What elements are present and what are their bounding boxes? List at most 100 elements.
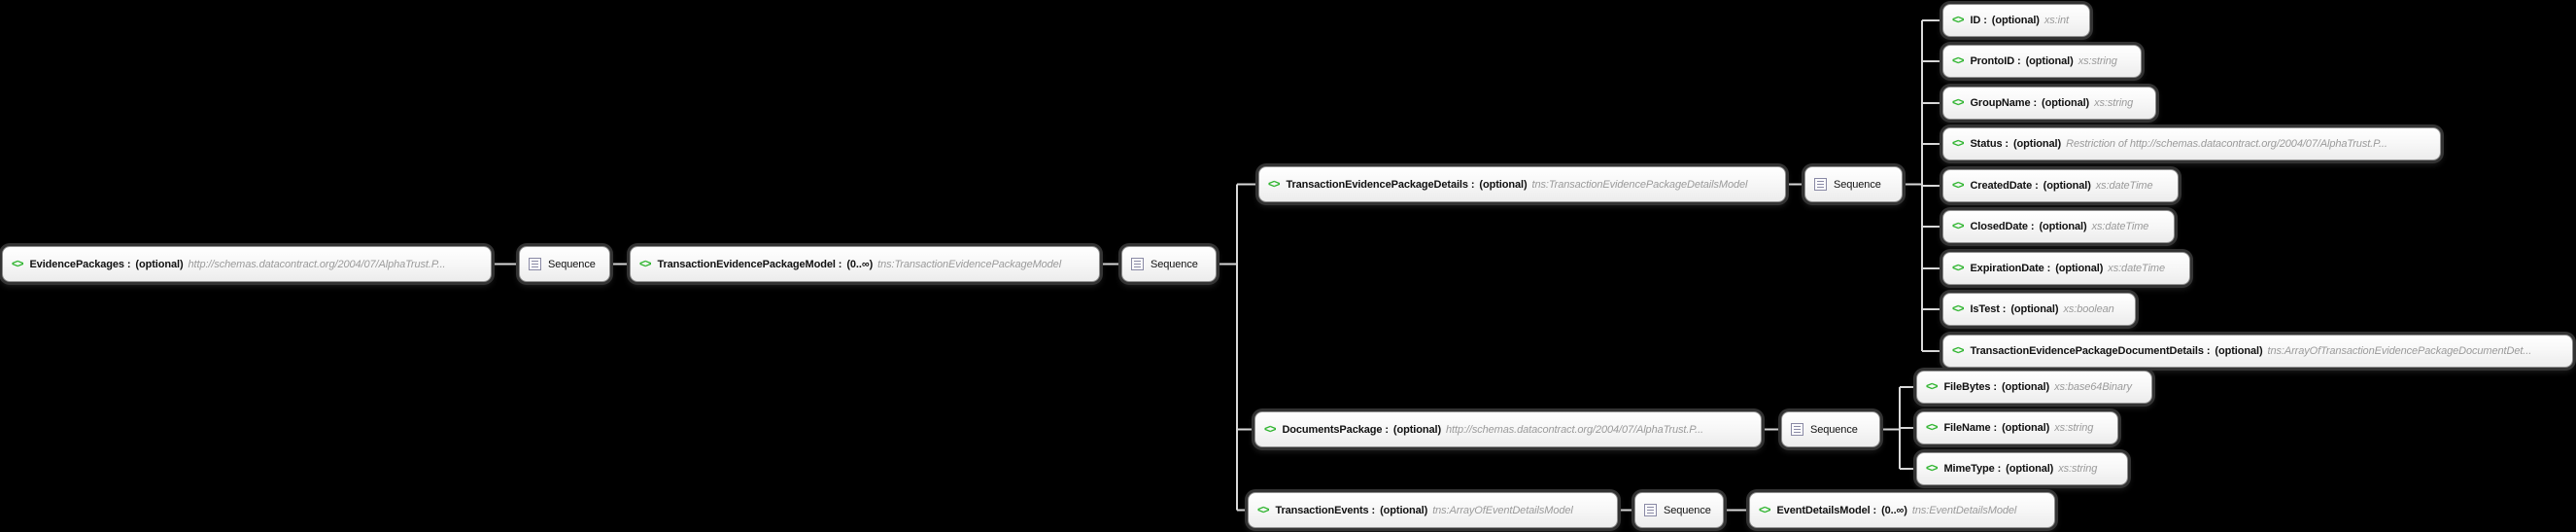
element-name: MimeType : [1943, 463, 2002, 475]
element-node-documents-package[interactable]: <> DocumentsPackage : (optional) http://… [1254, 411, 1762, 447]
element-icon: <> [12, 258, 23, 270]
element-name: FileName : [1943, 422, 1998, 434]
element-icon: <> [1952, 345, 1964, 357]
sequence-label: Sequence [548, 258, 596, 270]
element-node-expiration-date[interactable]: <> ExpirationDate : (optional) xs:dateTi… [1942, 252, 2190, 285]
element-icon: <> [1952, 55, 1964, 67]
element-type: tns:ArrayOfEventDetailsModel [1432, 504, 1573, 516]
sequence-icon [1814, 178, 1827, 191]
sequence-label: Sequence [1834, 178, 1881, 191]
element-icon: <> [1926, 422, 1938, 434]
sequence-label: Sequence [1810, 423, 1858, 436]
element-type: tns:ArrayOfTransactionEvidencePackageDoc… [2267, 345, 2532, 357]
element-occurrence: (optional) [1380, 504, 1428, 516]
element-icon: <> [1759, 504, 1770, 516]
element-occurrence: (optional) [1392, 423, 1442, 436]
element-icon: <> [1926, 381, 1938, 393]
element-name: CreatedDate : [1970, 180, 2039, 192]
element-type: xs:dateTime [2091, 221, 2149, 232]
element-node-id[interactable]: <> ID : (optional) xs:int [1942, 4, 2090, 37]
element-occurrence: (0..∞) [846, 258, 874, 270]
element-type: xs:string [2054, 422, 2094, 434]
element-occurrence: (optional) [1479, 178, 1528, 191]
element-node-pronto-id[interactable]: <> ProntoID : (optional) xs:string [1942, 45, 2142, 78]
element-occurrence: (optional) [1991, 15, 2040, 26]
element-icon: <> [1952, 138, 1964, 150]
sequence-node-evidence-packages[interactable]: Sequence [519, 246, 610, 282]
element-type: xs:string [2058, 463, 2098, 475]
element-occurrence: (optional) [2002, 422, 2050, 434]
element-name: Status : [1970, 138, 2009, 150]
element-type: xs:dateTime [2108, 263, 2166, 274]
element-icon: <> [639, 258, 651, 270]
element-type: xs:dateTime [2095, 180, 2153, 192]
element-node-closed-date[interactable]: <> ClosedDate : (optional) xs:dateTime [1942, 210, 2175, 243]
element-icon: <> [1264, 423, 1276, 436]
element-node-file-bytes[interactable]: <> FileBytes : (optional) xs:base64Binar… [1916, 371, 2152, 404]
sequence-node-documents-package[interactable]: Sequence [1781, 411, 1880, 447]
element-type: xs:boolean [2063, 303, 2114, 315]
element-occurrence: (optional) [2215, 345, 2263, 357]
element-occurrence: (optional) [2010, 303, 2059, 315]
element-icon: <> [1268, 178, 1280, 191]
element-occurrence: (optional) [2001, 381, 2050, 393]
element-name: ClosedDate : [1970, 221, 2035, 232]
sequence-icon [1131, 258, 1144, 270]
element-name: TransactionEvidencePackageModel : [657, 258, 842, 270]
element-node-transaction-evidence-package-document-details[interactable]: <> TransactionEvidencePackageDocumentDet… [1942, 335, 2573, 368]
element-type: tns:TransactionEvidencePackageModel [877, 258, 1062, 270]
element-icon: <> [1952, 97, 1964, 109]
element-name: IsTest : [1970, 303, 2007, 315]
sequence-label: Sequence [1664, 504, 1711, 516]
element-occurrence: (optional) [2025, 55, 2074, 67]
element-occurrence: (optional) [2039, 221, 2087, 232]
element-icon: <> [1952, 263, 1964, 274]
element-occurrence: (0..∞) [1881, 504, 1907, 516]
element-type: http://schemas.datacontract.org/2004/07/… [188, 258, 446, 270]
element-icon: <> [1952, 303, 1964, 315]
element-name: FileBytes : [1943, 381, 1997, 393]
element-name: EvidencePackages : [29, 258, 131, 270]
sequence-label: Sequence [1151, 258, 1198, 270]
element-name: EventDetailsModel : [1776, 504, 1877, 516]
element-node-evidence-packages[interactable]: <> EvidencePackages : (optional) http://… [2, 246, 492, 282]
element-type: xs:string [2094, 97, 2134, 109]
element-type: xs:int [2044, 15, 2069, 26]
element-node-transaction-evidence-package-model[interactable]: <> TransactionEvidencePackageModel : (0.… [630, 246, 1100, 282]
element-occurrence: (optional) [2012, 138, 2062, 150]
sequence-node-transaction-events[interactable]: Sequence [1634, 492, 1724, 528]
element-type: tns:TransactionEvidencePackageDetailsMod… [1531, 178, 1748, 191]
element-node-transaction-events[interactable]: <> TransactionEvents : (optional) tns:Ar… [1248, 492, 1618, 528]
element-icon: <> [1257, 504, 1269, 516]
element-type: http://schemas.datacontract.org/2004/07/… [1446, 423, 1703, 436]
element-occurrence: (optional) [2006, 463, 2054, 475]
element-name: TransactionEvents : [1275, 504, 1376, 516]
element-node-group-name[interactable]: <> GroupName : (optional) xs:string [1942, 87, 2156, 120]
element-node-is-test[interactable]: <> IsTest : (optional) xs:boolean [1942, 293, 2136, 326]
element-name: ProntoID : [1970, 55, 2021, 67]
element-node-file-name[interactable]: <> FileName : (optional) xs:string [1916, 411, 2118, 444]
element-name: DocumentsPackage : [1282, 423, 1389, 436]
element-icon: <> [1952, 221, 1964, 232]
element-node-created-date[interactable]: <> CreatedDate : (optional) xs:dateTime [1942, 169, 2179, 202]
element-type: xs:string [2078, 55, 2117, 67]
element-node-event-details-model[interactable]: <> EventDetailsModel : (0..∞) tns:EventD… [1749, 492, 2055, 528]
sequence-icon [1644, 504, 1657, 516]
element-occurrence: (optional) [2055, 263, 2104, 274]
element-name: ID : [1970, 15, 1987, 26]
sequence-node-package-model[interactable]: Sequence [1121, 246, 1217, 282]
element-name: GroupName : [1970, 97, 2038, 109]
element-icon: <> [1926, 463, 1938, 475]
element-occurrence: (optional) [2042, 97, 2090, 109]
element-node-mime-type[interactable]: <> MimeType : (optional) xs:string [1916, 452, 2128, 485]
element-type: tns:EventDetailsModel [1911, 504, 2017, 516]
element-type: xs:base64Binary [2054, 381, 2132, 393]
element-name: ExpirationDate : [1970, 263, 2051, 274]
sequence-node-package-details[interactable]: Sequence [1804, 166, 1903, 202]
sequence-icon [529, 258, 541, 270]
element-icon: <> [1952, 15, 1964, 26]
element-node-status[interactable]: <> Status : (optional) Restriction of ht… [1942, 127, 2441, 160]
element-occurrence: (optional) [2043, 180, 2091, 192]
element-node-transaction-evidence-package-details[interactable]: <> TransactionEvidencePackageDetails : (… [1258, 166, 1786, 202]
